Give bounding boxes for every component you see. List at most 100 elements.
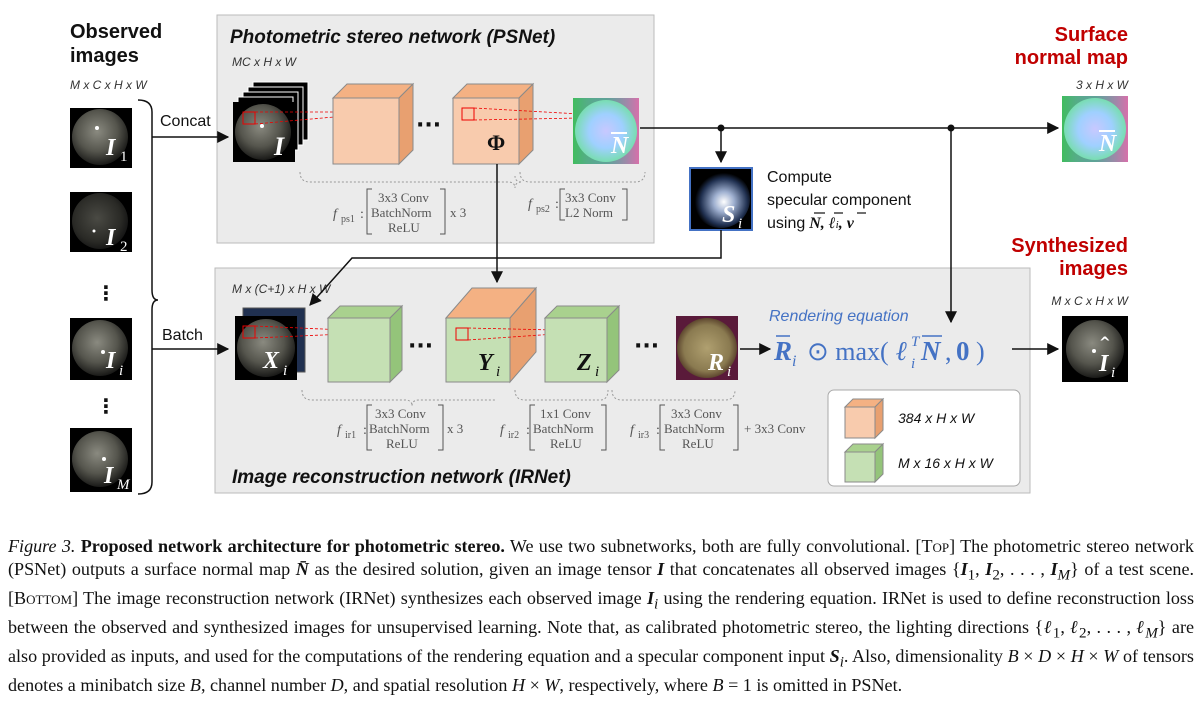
legend-orange-label: 384 x H x W [898, 410, 976, 426]
svg-text::: : [360, 207, 364, 222]
svg-text:i: i [727, 364, 731, 380]
psnet-input-stack: I [233, 81, 309, 162]
irnet-ellipsis-2: ··· [634, 334, 659, 359]
svg-text:f: f [528, 197, 534, 212]
irnet-r-output: R i [676, 316, 738, 380]
observed-title-2: images [70, 45, 139, 67]
svg-text:i: i [595, 364, 599, 380]
surface-title-2: normal map [1015, 47, 1128, 69]
svg-text:L2 Norm: L2 Norm [565, 205, 613, 220]
legend-green-label: M x 16 x H x W [898, 455, 995, 471]
irnet-feature-cube-1 [326, 304, 404, 384]
synthesized-image: I i ^ [1062, 316, 1128, 382]
svg-text:f: f [500, 423, 506, 438]
svg-text:I: I [103, 463, 115, 489]
svg-text::: : [656, 423, 660, 438]
svg-text:ReLU: ReLU [388, 220, 420, 235]
fir3-label: f ir3 : 3x3 Conv BatchNorm ReLU + 3x3 Co… [630, 404, 806, 451]
svg-text:,: , [945, 337, 952, 366]
concat-label: Concat [160, 113, 211, 130]
surface-normal-map: N [1062, 96, 1128, 162]
svg-text::: : [555, 197, 559, 212]
svg-text:3x3 Conv: 3x3 Conv [378, 190, 429, 205]
svg-text:^: ^ [1099, 335, 1111, 351]
svg-text:BatchNorm: BatchNorm [533, 421, 594, 436]
svg-text:I: I [273, 132, 285, 161]
caption-body: We use two subnetworks, both are fully c… [8, 536, 1195, 696]
svg-text:ReLU: ReLU [682, 436, 714, 451]
synth-title-1: Synthesized [1011, 235, 1128, 257]
svg-text:3x3 Conv: 3x3 Conv [671, 406, 722, 421]
fir2-label: f ir2 : 1x1 Conv BatchNorm ReLU [500, 404, 607, 451]
svg-text:ir3: ir3 [638, 430, 649, 441]
legend-orange-swatch [843, 397, 885, 440]
compute-line-2: specular component [767, 192, 912, 209]
psnet-normal-output: N [573, 98, 639, 164]
svg-text:ps2: ps2 [536, 204, 550, 215]
irnet-input-x: X i [235, 307, 306, 380]
svg-text:⊙ max(: ⊙ max( [807, 337, 889, 366]
vertical-dots-1: ⋮ [96, 281, 116, 305]
svg-text:ReLU: ReLU [386, 436, 418, 451]
irnet-feature-cube-z: Z i [543, 304, 621, 384]
svg-text:i: i [738, 216, 742, 232]
svg-text:f: f [630, 423, 636, 438]
svg-text:2: 2 [120, 239, 128, 255]
surface-dims: 3 x H x W [1076, 78, 1130, 92]
irnet-feature-cube-y: Y i [444, 286, 538, 384]
psnet-feature-cube-1 [331, 82, 415, 166]
svg-text:ReLU: ReLU [550, 436, 582, 451]
observed-image-1: I 1 [70, 108, 132, 168]
svg-text:i: i [792, 353, 796, 370]
svg-text:x 3: x 3 [447, 421, 463, 436]
svg-text:3x3 Conv: 3x3 Conv [565, 190, 616, 205]
svg-text:X: X [262, 348, 280, 374]
caption-label: Figure 3. [8, 536, 76, 556]
batch-label: Batch [162, 327, 203, 344]
svg-text:1x1 Conv: 1x1 Conv [540, 406, 591, 421]
architecture-figure: Photometric stereo network (PSNet) MC x … [70, 14, 1130, 495]
synth-dims: M x C x H x W [1051, 294, 1129, 308]
psnet-title: Photometric stereo network (PSNet) [230, 27, 555, 48]
svg-text:I: I [105, 348, 117, 374]
svg-text:i: i [496, 364, 500, 380]
psnet-feature-cube-phi: Φ [451, 82, 535, 166]
observed-brace [137, 99, 159, 495]
svg-text::: : [363, 423, 367, 438]
svg-text:ir1: ir1 [345, 430, 356, 441]
svg-text:i: i [119, 363, 123, 379]
svg-text:): ) [976, 337, 985, 366]
observed-image-M: I M [70, 428, 132, 493]
fir1-label: f ir1 : 3x3 Conv BatchNorm ReLU x 3 [337, 404, 463, 451]
svg-text:BatchNorm: BatchNorm [664, 421, 725, 436]
compute-line-3: using N, ℓi, v [767, 215, 855, 232]
irnet-dims: M x (C+1) x H x W [232, 282, 332, 296]
surface-title-1: Surface [1055, 24, 1128, 46]
svg-text:ir2: ir2 [508, 430, 519, 441]
fps1-label: f ps1 : 3x3 Conv BatchNorm ReLU x 3 [333, 188, 466, 235]
psnet-ellipsis: ··· [416, 113, 441, 138]
svg-text:I: I [105, 225, 117, 251]
synth-title-2: images [1059, 258, 1128, 280]
svg-text:BatchNorm: BatchNorm [371, 205, 432, 220]
svg-text:Φ: Φ [487, 130, 505, 155]
svg-text:T: T [911, 334, 921, 350]
irnet-title: Image reconstruction network (IRNet) [232, 467, 571, 488]
observed-dims: M x C x H x W [70, 78, 148, 92]
fps2-label: f ps2 : 3x3 Conv L2 Norm [528, 188, 628, 221]
rendering-eq-label: Rendering equation [769, 308, 909, 325]
svg-text:S: S [722, 202, 735, 228]
svg-text:M: M [116, 477, 131, 493]
svg-text:i: i [1111, 365, 1115, 381]
observed-title-1: Observed [70, 21, 162, 43]
svg-text:ℓ: ℓ [896, 336, 908, 366]
svg-text:N: N [920, 336, 942, 366]
svg-text:0: 0 [956, 336, 970, 366]
svg-text:R: R [707, 350, 724, 376]
caption-bold: Proposed network architecture for photom… [80, 536, 505, 556]
svg-text:1: 1 [120, 149, 128, 165]
svg-text:N: N [610, 133, 630, 159]
specular-component: S i [689, 167, 753, 232]
svg-text:f: f [337, 423, 343, 438]
svg-text:Z: Z [576, 350, 592, 376]
